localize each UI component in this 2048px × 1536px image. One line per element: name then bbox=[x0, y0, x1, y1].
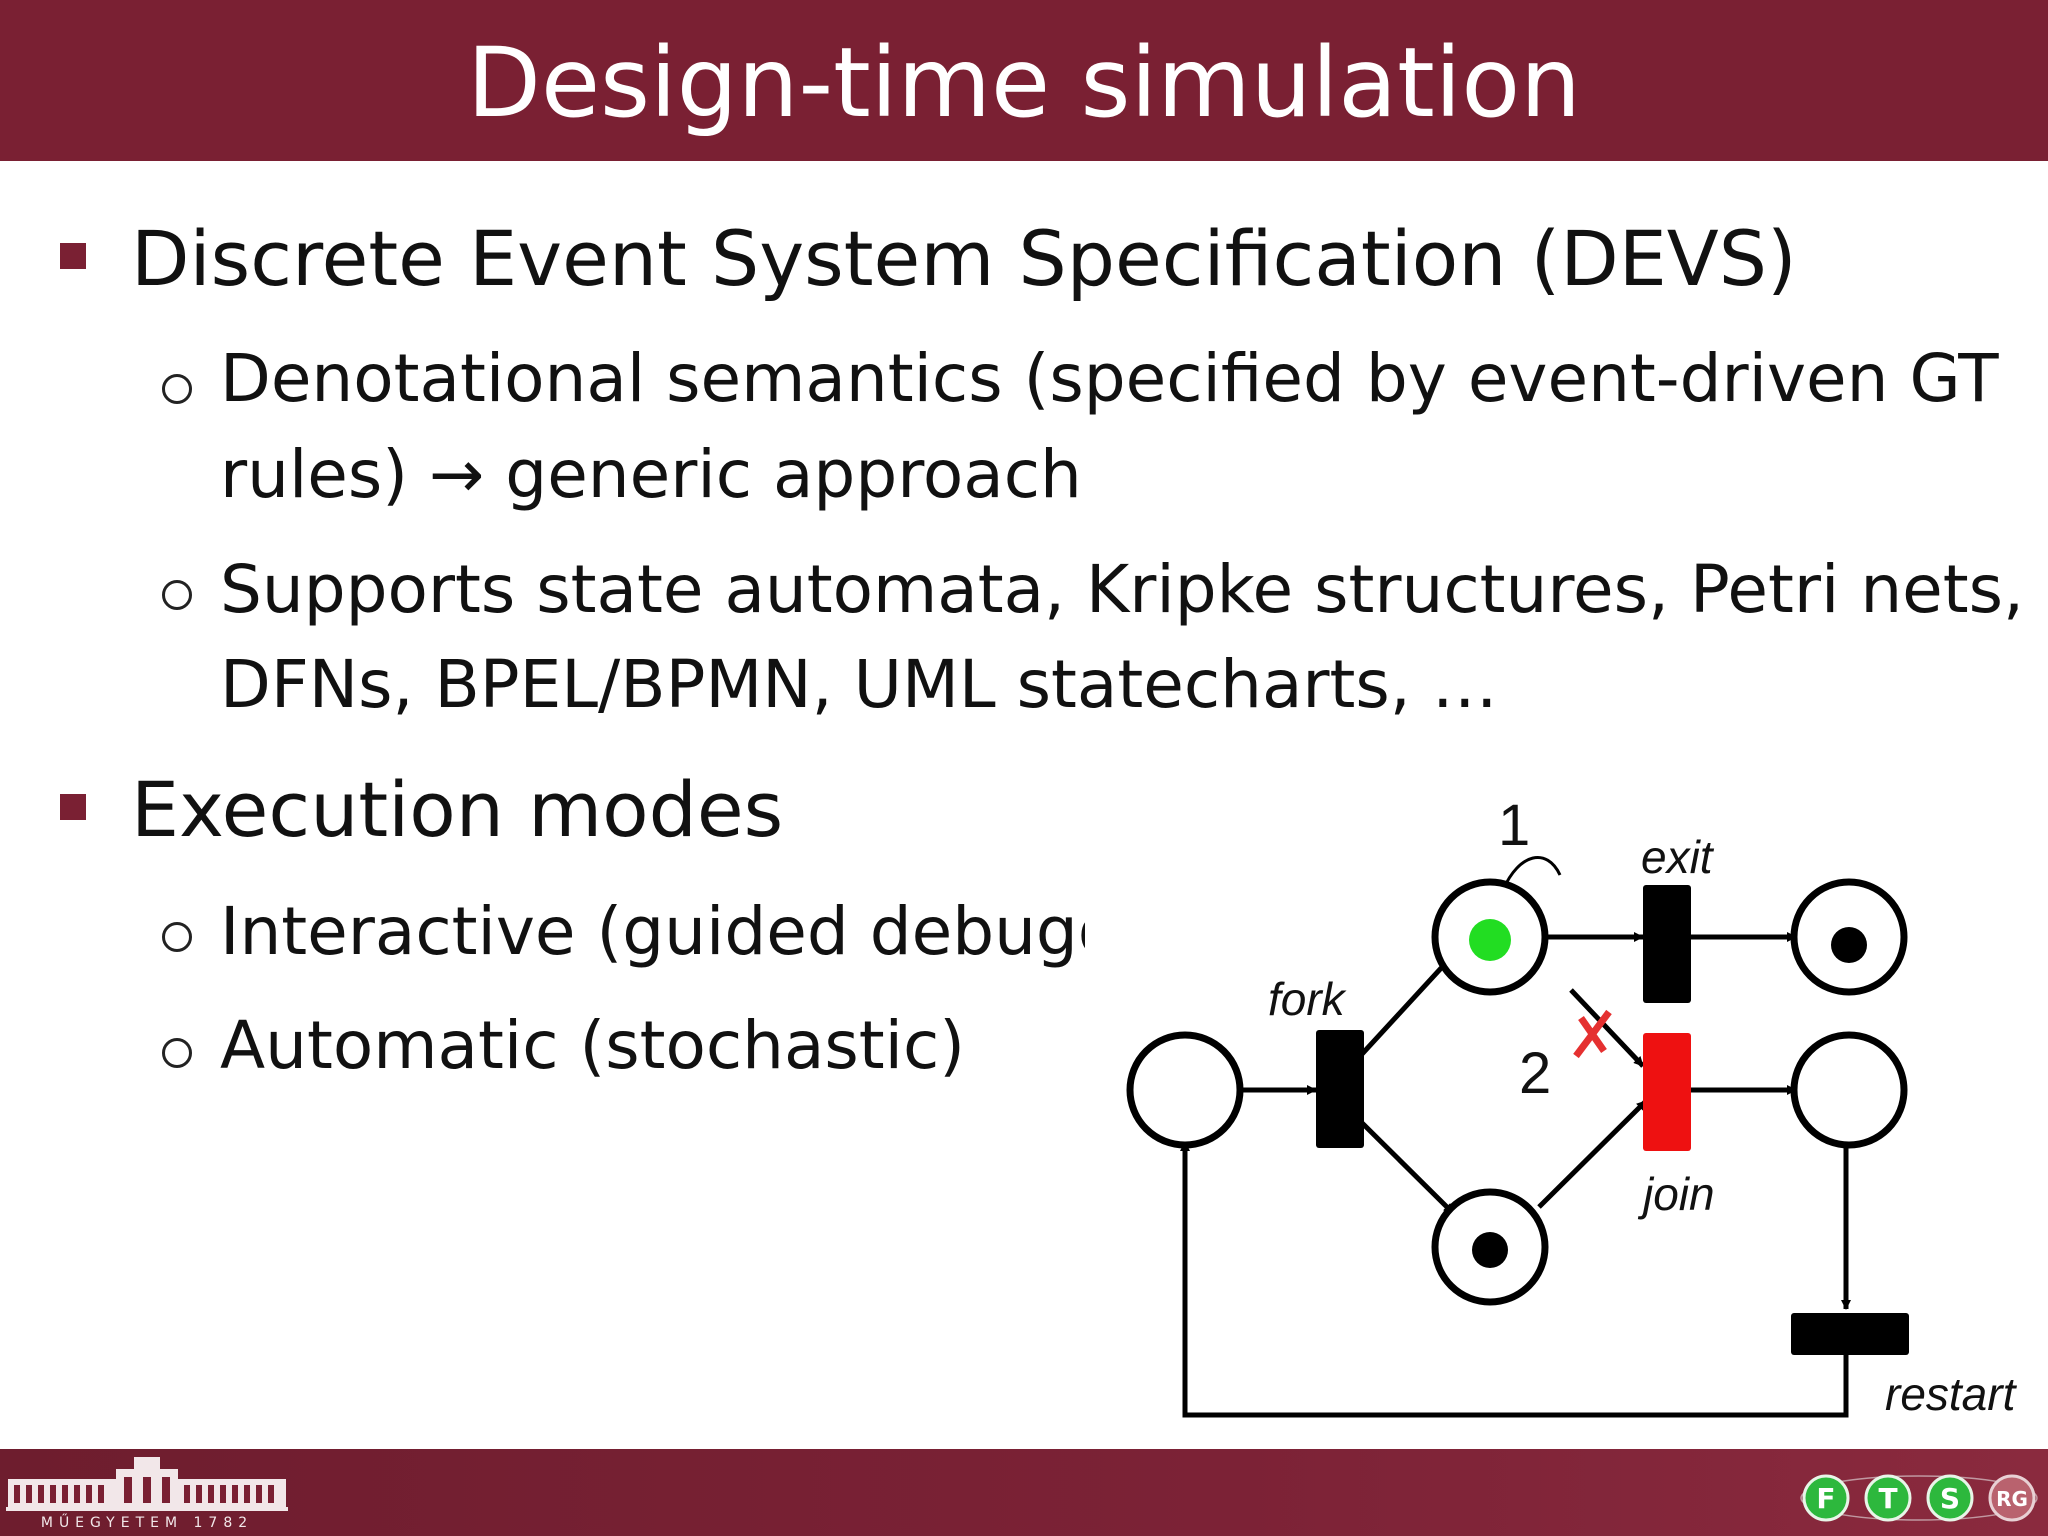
label-join: join bbox=[1637, 1168, 1715, 1220]
slide-title: Design-time simulation bbox=[467, 27, 1581, 139]
logo-letter-s: S bbox=[1940, 1482, 1960, 1515]
token-end bbox=[1831, 927, 1867, 963]
logo-letter-f: F bbox=[1816, 1482, 1835, 1515]
arc-restart-start bbox=[1180, 1141, 1849, 1418]
label-exit: exit bbox=[1641, 831, 1715, 883]
sub-bullet-interactive: Interactive (guided debugging) bbox=[220, 893, 1248, 970]
arc-top-join bbox=[1569, 988, 1645, 1068]
transition-exit bbox=[1643, 885, 1691, 1003]
place-start bbox=[1126, 1031, 1244, 1149]
arc-fork-bottom bbox=[1349, 1110, 1455, 1215]
bullet-execution-modes: Execution modes bbox=[131, 765, 784, 854]
sub-bullet-supports-line2: DFNs, BPEL/BPMN, UML statecharts, … bbox=[220, 646, 1498, 723]
footer-bar bbox=[0, 1449, 2048, 1536]
sub-bullet-circle bbox=[162, 374, 192, 404]
university-text: MŰEGYETEM 1782 bbox=[41, 1513, 253, 1531]
title-bar bbox=[0, 0, 2048, 161]
step1-curved-arrow bbox=[1501, 856, 1562, 891]
transition-join bbox=[1643, 1033, 1691, 1151]
transition-fork bbox=[1316, 1030, 1364, 1148]
token-bottom bbox=[1472, 1232, 1508, 1268]
token-enabled-green bbox=[1469, 919, 1511, 961]
university-building-logo: MŰEGYETEM 1782 bbox=[6, 1457, 288, 1531]
sub-bullet-circle bbox=[162, 1038, 192, 1068]
place-right bbox=[1790, 1031, 1908, 1149]
petri-net-diagram: fork exit join restart 1 2 bbox=[1085, 745, 2048, 1455]
ftsrg-logo: F T S RG bbox=[1800, 1474, 2038, 1522]
sub-bullet-circle bbox=[162, 580, 192, 610]
sub-bullet-automatic: Automatic (stochastic) bbox=[220, 1007, 966, 1084]
sub-bullet-denotational-line1: Denotational semantics (specified by eve… bbox=[220, 340, 1999, 417]
bullet-square bbox=[60, 794, 86, 820]
cross-mark bbox=[1573, 1009, 1612, 1059]
sub-bullet-supports-line1: Supports state automata, Kripke structur… bbox=[220, 551, 2025, 628]
label-step1: 1 bbox=[1498, 793, 1530, 858]
label-fork: fork bbox=[1268, 973, 1347, 1025]
logo-letter-t: T bbox=[1878, 1482, 1897, 1515]
logo-letters-rg: RG bbox=[1996, 1487, 2028, 1511]
bullet-devs: Discrete Event System Specification (DEV… bbox=[131, 214, 1797, 303]
sub-bullet-circle bbox=[162, 922, 192, 952]
label-restart: restart bbox=[1885, 1368, 2018, 1420]
arc-bottom-join bbox=[1537, 1099, 1648, 1209]
sub-bullet-denotational-line2: rules) → generic approach bbox=[220, 436, 1082, 513]
arc-fork-top bbox=[1349, 951, 1457, 1068]
bullet-square bbox=[60, 243, 86, 269]
label-step2: 2 bbox=[1519, 1041, 1551, 1106]
transition-restart bbox=[1791, 1313, 1909, 1355]
